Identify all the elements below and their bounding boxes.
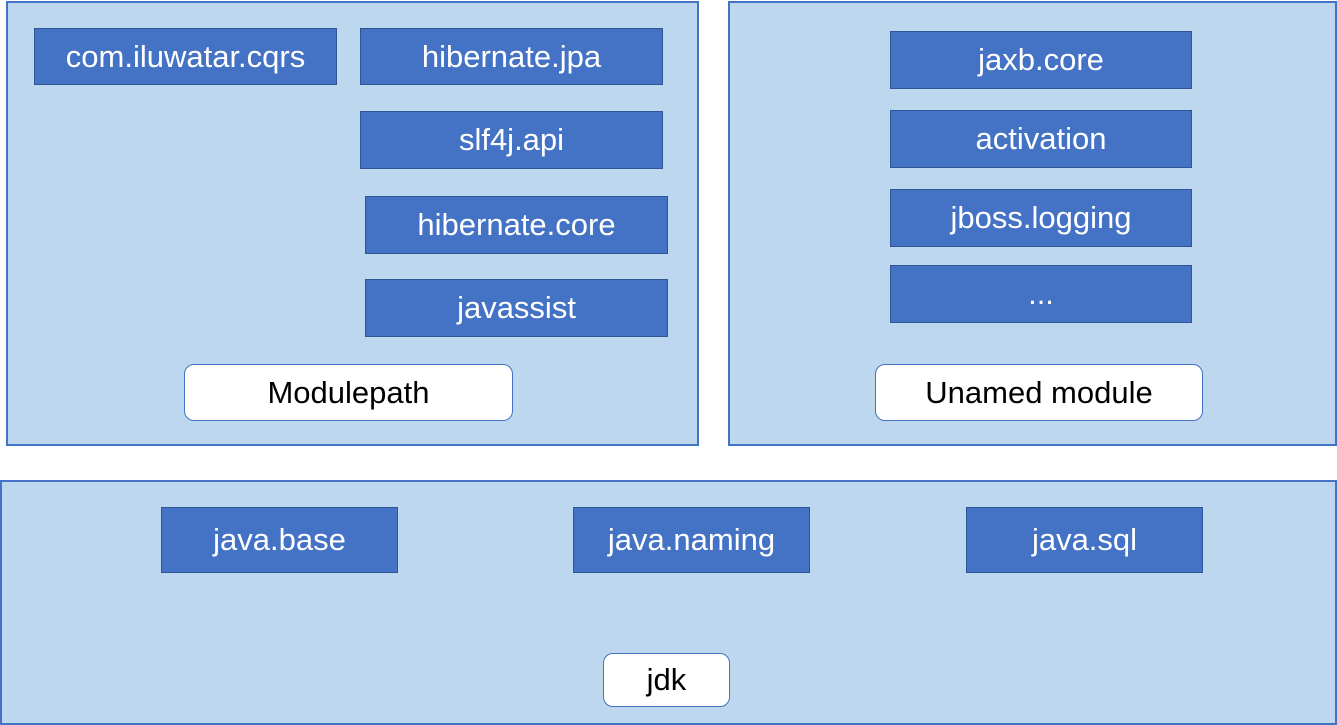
module-hibernate-jpa: hibernate.jpa: [360, 28, 663, 85]
module-com-iluwatar-cqrs: com.iluwatar.cqrs: [34, 28, 337, 85]
unnamed-module-label: Unamed module: [875, 364, 1203, 421]
module-slf4j-api: slf4j.api: [360, 111, 663, 169]
module-jaxb-core: jaxb.core: [890, 31, 1192, 89]
module-java-sql: java.sql: [966, 507, 1203, 573]
modulepath-label: Modulepath: [184, 364, 513, 421]
module-java-base: java.base: [161, 507, 398, 573]
module-activation: activation: [890, 110, 1192, 168]
module-javassist: javassist: [365, 279, 668, 337]
jdk-label: jdk: [603, 653, 730, 707]
module-hibernate-core: hibernate.core: [365, 196, 668, 254]
module-jboss-logging: jboss.logging: [890, 189, 1192, 247]
module-java-naming: java.naming: [573, 507, 810, 573]
module-ellipsis: ...: [890, 265, 1192, 323]
